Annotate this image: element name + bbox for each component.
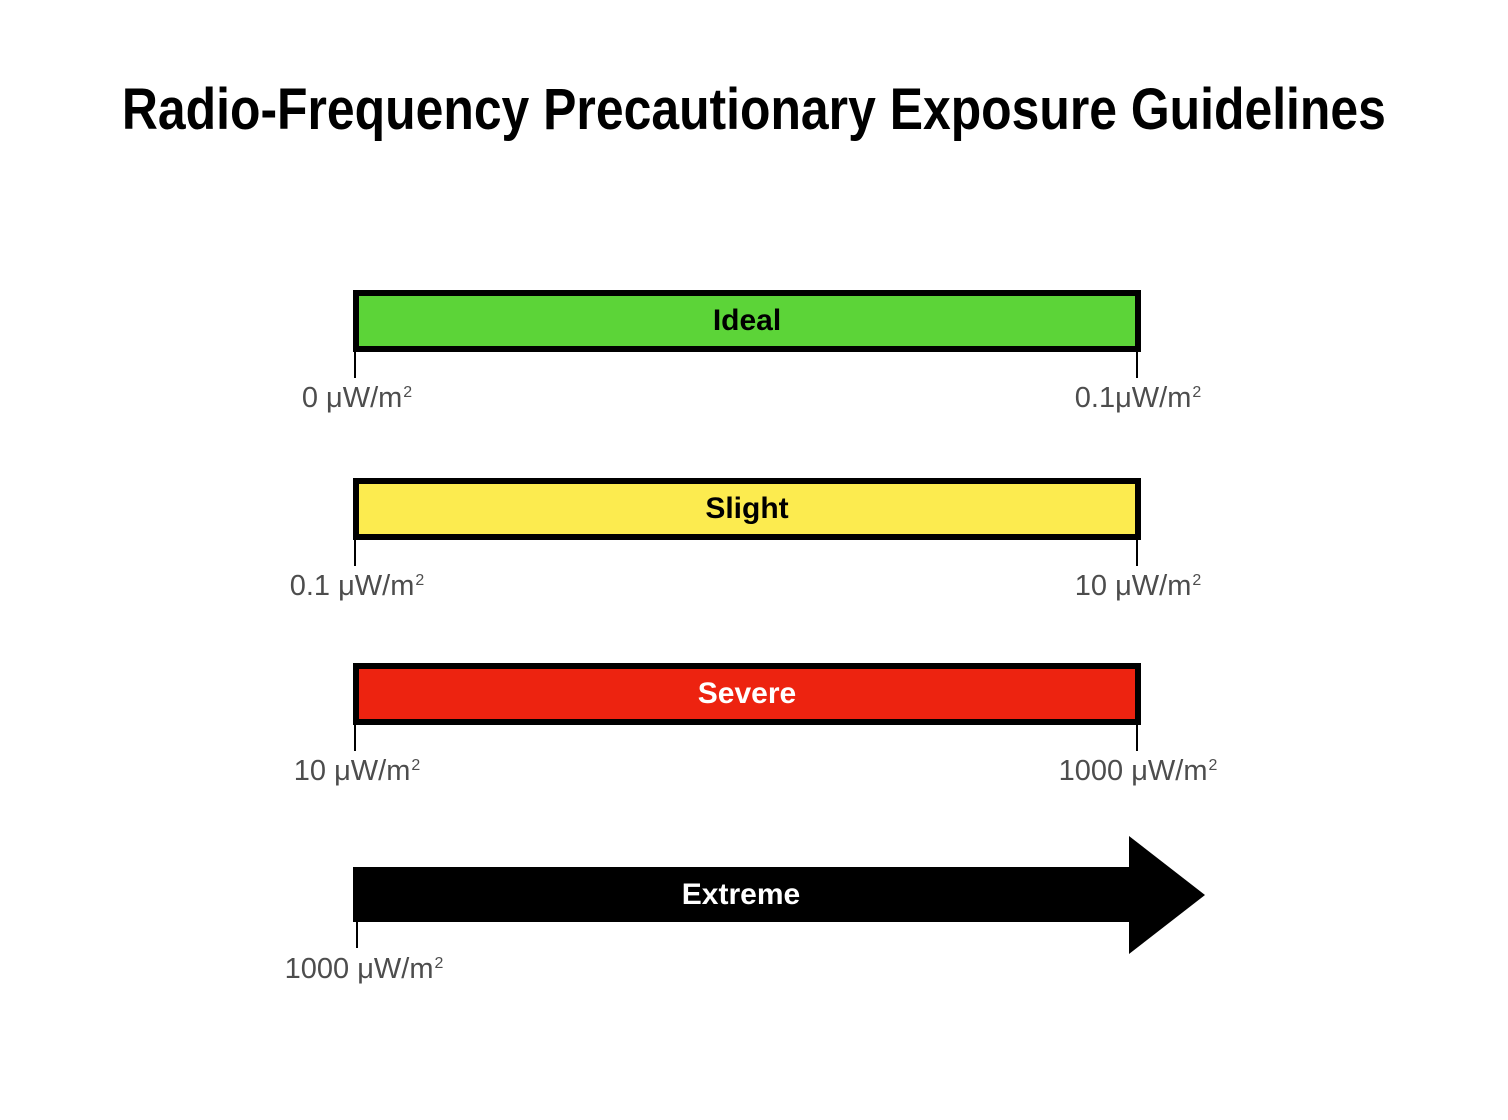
tick-severe-end	[1136, 725, 1138, 751]
bar-label-slight: Slight	[705, 492, 789, 525]
range-value: 1000 μW/m	[284, 953, 434, 985]
range-value: 1000 μW/m	[1058, 755, 1208, 787]
range-value: 0.1μW/m	[1074, 382, 1192, 414]
range-exponent: 2	[411, 756, 421, 774]
bar-extreme: Extreme	[353, 867, 1129, 922]
range-label-severe-start: 10 μW/m2	[294, 755, 420, 788]
range-exponent: 2	[1192, 571, 1202, 589]
range-label-slight-end: 10 μW/m2	[1075, 570, 1201, 603]
bar-slight: Slight	[353, 478, 1141, 540]
page-title: Radio-Frequency Precautionary Exposure G…	[0, 76, 1508, 143]
range-value: 0.1 μW/m	[289, 570, 415, 602]
range-value: 10 μW/m	[293, 755, 411, 787]
page-title-text: Radio-Frequency Precautionary Exposure G…	[122, 77, 1386, 142]
range-label-ideal-start: 0 μW/m2	[302, 382, 412, 415]
range-label-ideal-end: 0.1μW/m2	[1075, 382, 1201, 415]
bar-ideal: Ideal	[353, 290, 1141, 352]
tick-extreme-start	[356, 922, 358, 948]
bar-label-extreme: Extreme	[681, 877, 801, 911]
tick-ideal-start	[354, 352, 356, 378]
range-label-slight-start: 0.1 μW/m2	[290, 570, 425, 603]
tick-slight-start	[354, 540, 356, 566]
bar-severe: Severe	[353, 663, 1141, 725]
bar-label-severe: Severe	[697, 677, 797, 710]
range-exponent: 2	[1192, 383, 1202, 401]
range-exponent: 2	[415, 571, 425, 589]
range-value: 0 μW/m	[301, 382, 403, 414]
range-exponent: 2	[403, 383, 413, 401]
bar-label-ideal: Ideal	[712, 304, 782, 337]
tick-severe-start	[354, 725, 356, 751]
range-label-severe-end: 1000 μW/m2	[1059, 755, 1218, 788]
arrow-head-icon	[1129, 836, 1205, 954]
tick-ideal-end	[1136, 352, 1138, 378]
range-exponent: 2	[1208, 756, 1218, 774]
range-value: 10 μW/m	[1074, 570, 1192, 602]
range-exponent: 2	[434, 954, 444, 972]
tick-slight-end	[1136, 540, 1138, 566]
range-label-extreme-start: 1000 μW/m2	[285, 953, 444, 986]
